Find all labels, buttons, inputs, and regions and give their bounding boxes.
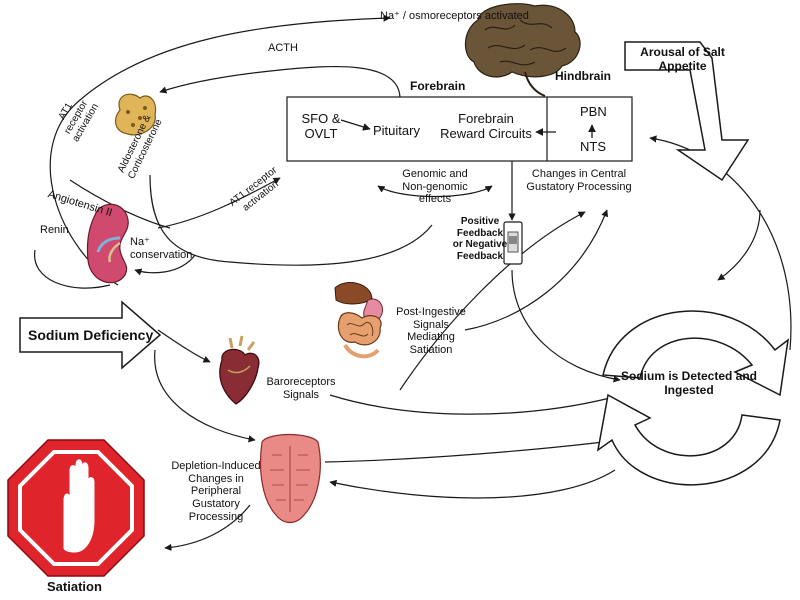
detected-to-hindbrain-arrow bbox=[649, 135, 792, 351]
brain-region-box bbox=[286, 96, 633, 162]
detected-to-tongue-arrow bbox=[329, 469, 616, 499]
nts-label: NTS bbox=[580, 139, 606, 154]
sodium-deficiency-label: Sodium Deficiency bbox=[28, 327, 154, 343]
genomic-effects-label: Genomic and Non-genomic effects bbox=[402, 168, 468, 206]
at1-activation-arrow bbox=[157, 177, 281, 229]
hindbrain-label: Hindbrain bbox=[555, 69, 611, 83]
tongue-icon bbox=[259, 433, 321, 524]
feedback-to-detected-arrow bbox=[511, 269, 621, 383]
adrenal-gland-icon bbox=[114, 93, 157, 136]
digestive-organs-icon bbox=[334, 282, 383, 359]
pbn-label: PBN bbox=[580, 104, 607, 119]
left-loop-to-kidney-arrow bbox=[34, 249, 111, 289]
arousal-block-arrow bbox=[624, 41, 750, 182]
feedback-label: Positive Feedback or Negative Feedback bbox=[452, 216, 508, 262]
deficiency-to-na-osmoreceptors-arrow bbox=[49, 14, 391, 286]
na-conservation-arrow bbox=[134, 254, 196, 276]
deficiency-to-heart-arrow bbox=[157, 329, 211, 363]
central-gustatory-arrow bbox=[399, 211, 586, 391]
sodium-deficiency-block-arrow bbox=[19, 300, 162, 370]
sfo-to-pituitary-arrow bbox=[340, 119, 371, 131]
aldosterone-down-line bbox=[149, 174, 433, 266]
stop-sign-icon bbox=[7, 439, 145, 577]
sfo-ovlt-label: SFO & OVLT bbox=[301, 111, 341, 141]
tongue-to-detected-line bbox=[324, 439, 621, 463]
baroreceptors-label: Baroreceptors Signals bbox=[266, 376, 336, 401]
tongue-to-satiation-arrow bbox=[164, 504, 251, 552]
arousal-label: Arousal of Salt Appetite bbox=[640, 45, 725, 73]
light-switch-icon bbox=[503, 221, 523, 265]
post-ingestive-label: Post-Ingestive Signals Mediating Satiati… bbox=[396, 306, 466, 356]
genomic-effects-arc bbox=[377, 185, 493, 198]
arousal-to-detected-arrow bbox=[717, 209, 761, 281]
brain-icon bbox=[464, 3, 581, 97]
pituitary-label: Pituitary bbox=[373, 123, 420, 138]
central-gustatory-label: Changes in Central Gustatory Processing bbox=[526, 168, 632, 193]
kidney-icon bbox=[86, 203, 129, 284]
na-conservation-label: Na⁺ conservation bbox=[130, 236, 193, 261]
depletion-label: Depletion-Induced Changes in Peripheral … bbox=[171, 460, 261, 523]
satiation-label: Satiation bbox=[47, 579, 102, 594]
forebrain-label: Forebrain bbox=[410, 79, 466, 93]
post-ingestive-to-brain-arrow bbox=[464, 209, 609, 331]
renin-label: Renin bbox=[40, 224, 69, 236]
baroreceptors-to-detected-line bbox=[329, 394, 611, 415]
cycle-arrow-top bbox=[602, 310, 790, 397]
forebrain-reward-label: Forebrain Reward Circuits bbox=[440, 111, 532, 141]
heart-icon bbox=[219, 335, 260, 405]
cycle-arrow-bottom bbox=[596, 393, 781, 486]
acth-arrow bbox=[159, 66, 401, 98]
na-osmoreceptors-label: Na⁺ / osmoreceptors activated bbox=[380, 10, 529, 22]
acth-label: ACTH bbox=[268, 42, 298, 54]
deficiency-to-tongue-arrow bbox=[154, 349, 256, 443]
sodium-detected-label: Sodium is Detected and Ingested bbox=[620, 369, 758, 397]
